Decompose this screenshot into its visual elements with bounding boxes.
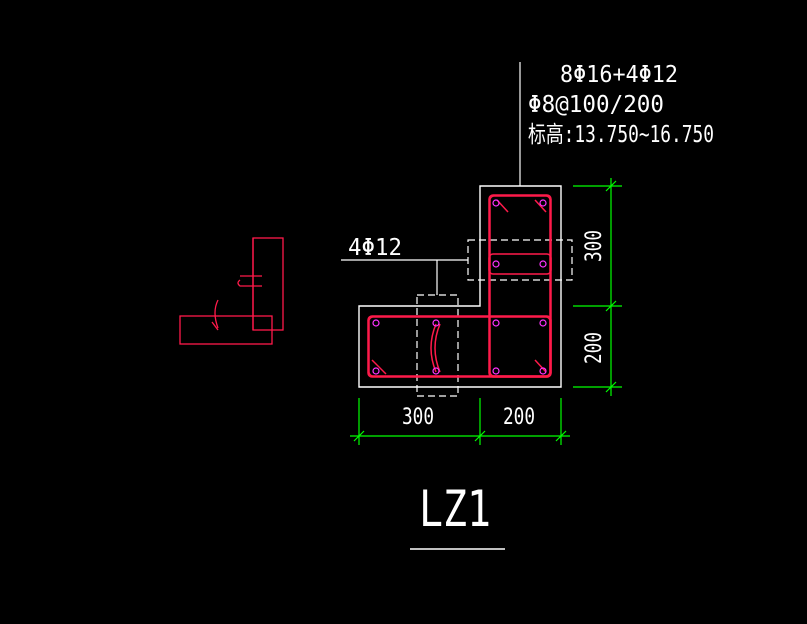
dim-bottom-left: 300 xyxy=(402,405,434,430)
dim-bottom-right: 200 xyxy=(503,405,535,430)
dim-right-lower: 200 xyxy=(582,332,607,364)
rebar-dots xyxy=(372,199,547,375)
annotation-bars: 8Φ16+4Φ12 xyxy=(560,62,678,88)
stirrup-detail xyxy=(179,237,284,345)
rebar-cages xyxy=(367,194,552,378)
side-callout-text: 4Φ12 xyxy=(348,235,402,261)
side-callout-leader xyxy=(341,259,468,295)
annotation-stirrups: Φ8@100/200 xyxy=(528,92,664,118)
dim-right-upper: 300 xyxy=(582,230,607,262)
dimension-lines xyxy=(350,178,622,445)
section-outline xyxy=(358,185,562,388)
tie-dashed-vertical xyxy=(416,294,459,397)
annotation-elevation: 标高:13.750~16.750 xyxy=(528,122,714,148)
column-name: LZ1 xyxy=(419,480,491,538)
